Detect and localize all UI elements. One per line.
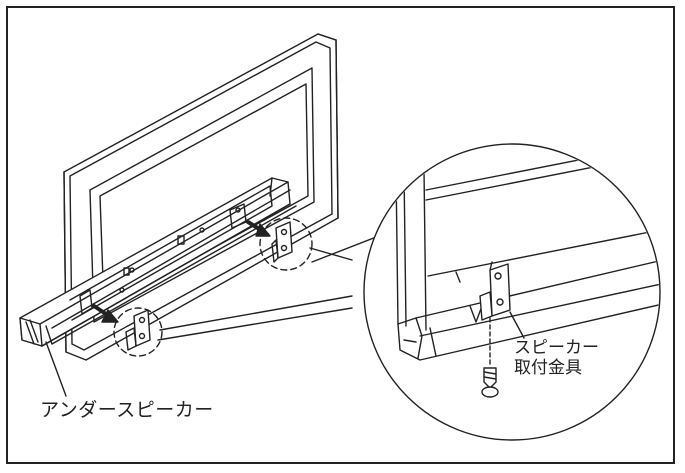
speaker-bracket-right	[271, 221, 293, 263]
zoom-circle	[363, 143, 661, 441]
speaker-bracket-label: スピーカー 取付金具	[514, 338, 599, 378]
zoom-leader-lines	[157, 233, 385, 341]
arrow-left	[92, 304, 119, 323]
bracket-leader-line	[509, 311, 525, 339]
zoom-detail	[363, 143, 661, 441]
figure-frame	[6, 6, 675, 464]
speaker-bracket-label-line2: 取付金具	[514, 358, 582, 378]
under-speaker-leader-line	[45, 341, 67, 397]
zoom-bracket	[479, 261, 511, 321]
arrow-right	[246, 220, 271, 237]
under-speaker-label: アンダースピーカー	[40, 399, 214, 421]
callout-circle-right	[259, 217, 313, 271]
speaker-bracket-label-line1: スピーカー	[514, 338, 599, 358]
speaker-bracket-left	[125, 309, 151, 351]
screw-icon	[481, 367, 499, 398]
under-speaker	[19, 177, 297, 347]
callout-circle-left	[113, 307, 163, 357]
